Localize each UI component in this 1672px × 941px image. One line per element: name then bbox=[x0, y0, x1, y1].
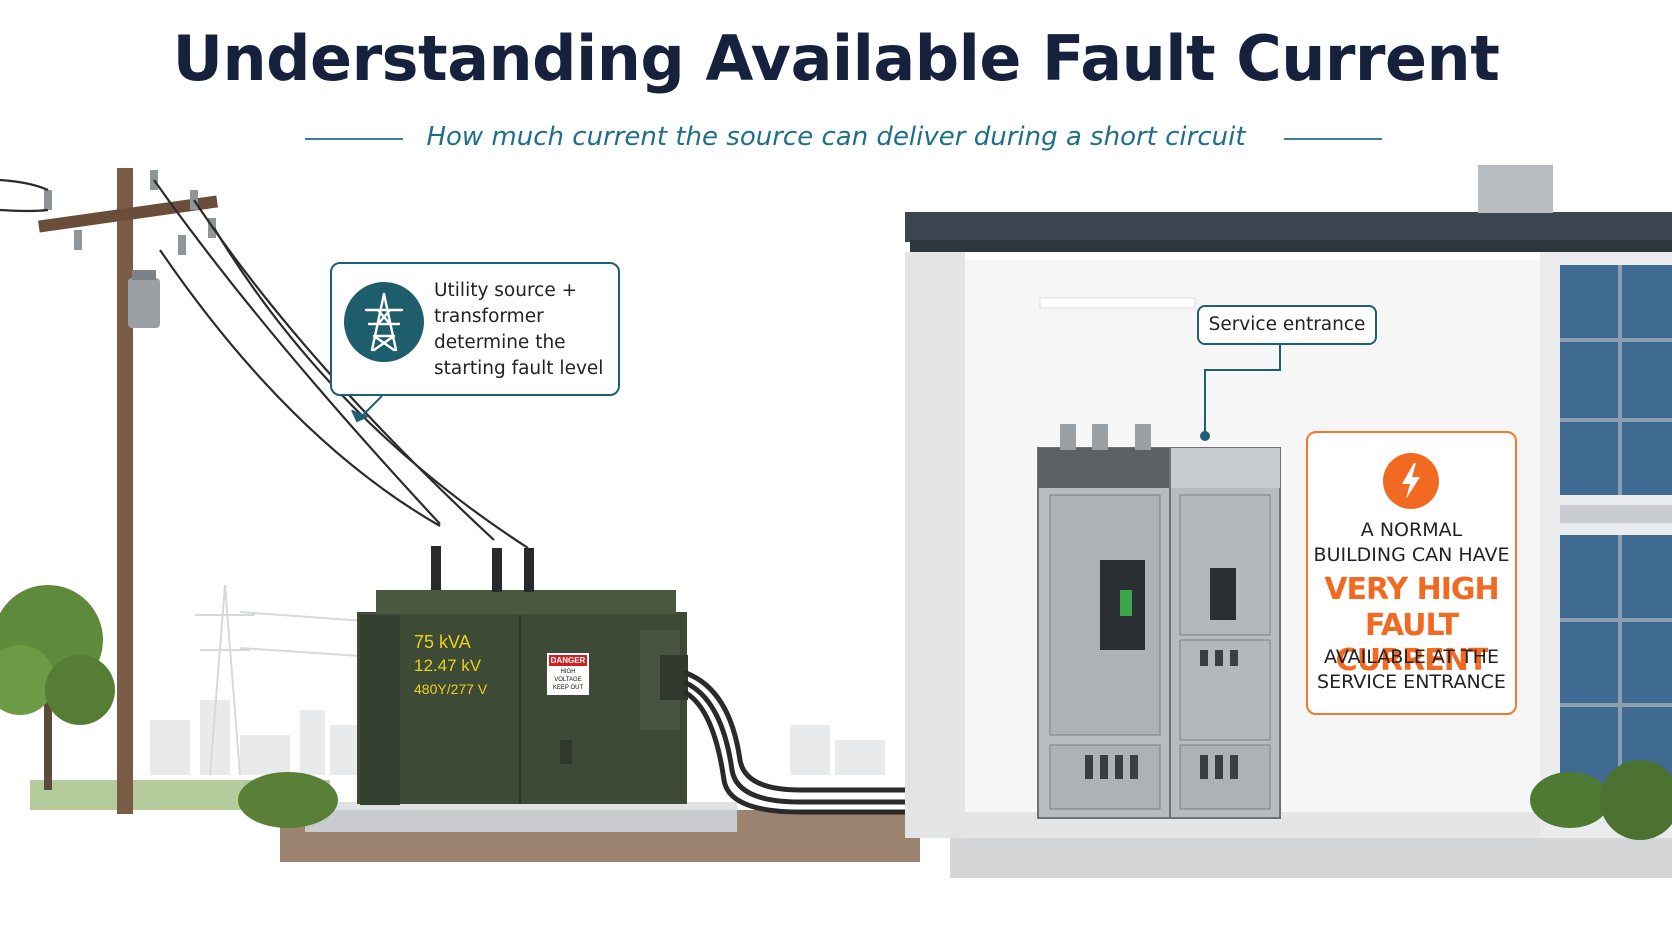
tree bbox=[0, 585, 115, 790]
city-skyline bbox=[150, 700, 885, 775]
transformer-rating: 75 kVA bbox=[414, 632, 471, 652]
switchgear bbox=[1037, 424, 1281, 819]
fault-line-6: SERVICE ENTRANCE bbox=[1317, 671, 1506, 693]
rooftop-hvac-unit bbox=[1478, 165, 1553, 213]
fault-highlight-1: VERY HIGH bbox=[1324, 572, 1499, 607]
transformer-secondary-voltage: 480Y/277 V bbox=[414, 681, 488, 697]
transmission-tower-icon bbox=[344, 282, 424, 362]
transformer-pad bbox=[305, 808, 737, 832]
block-wall bbox=[905, 252, 965, 838]
fault-line-2: BUILDING CAN HAVE bbox=[1313, 544, 1510, 566]
page-title: Understanding Available Fault Current bbox=[172, 22, 1500, 95]
utility-callout-text: Utility source + transformer determine t… bbox=[434, 278, 612, 382]
building-window-upper bbox=[1560, 265, 1672, 495]
utility-line-4: starting fault level bbox=[434, 358, 604, 379]
utility-line-3: determine the bbox=[434, 332, 566, 353]
service-entrance-marker bbox=[1200, 431, 1210, 441]
fault-line-1: A NORMAL bbox=[1360, 519, 1463, 541]
danger-sign: DANGER HIGH VOLTAGE KEEP OUT bbox=[546, 652, 590, 696]
transformer-primary-voltage: 12.47 kV bbox=[414, 656, 482, 675]
fault-line-5: AVAILABLE AT THE bbox=[1324, 646, 1499, 668]
utility-line-1: Utility source + bbox=[434, 280, 578, 301]
lightning-bolt-icon bbox=[1383, 453, 1439, 509]
feeder-breaker bbox=[1210, 568, 1236, 620]
subtitle-rule-left bbox=[305, 138, 403, 140]
danger-sign-title: DANGER bbox=[549, 655, 587, 666]
subtitle-rule-right bbox=[1284, 138, 1382, 140]
overhead-wires bbox=[0, 178, 529, 549]
utility-callout: Utility source + transformer determine t… bbox=[330, 262, 620, 396]
subtitle-row: How much current the source can deliver … bbox=[0, 122, 1672, 152]
pad-mount-transformer bbox=[357, 546, 688, 805]
utility-line-2: transformer bbox=[434, 306, 544, 327]
service-entrance-label: Service entrance bbox=[1208, 314, 1366, 335]
danger-sign-text: HIGH VOLTAGE KEEP OUT bbox=[552, 669, 584, 691]
service-entrance-callout: Service entrance bbox=[1197, 305, 1377, 345]
callout-leaders bbox=[351, 341, 1281, 432]
fault-highlight-2: FAULT CURRENT bbox=[1335, 608, 1489, 678]
page-subtitle: How much current the source can deliver … bbox=[426, 122, 1246, 152]
building-window-lower bbox=[1560, 535, 1672, 805]
fault-current-callout: A NORMAL BUILDING CAN HAVE VERY HIGH FAU… bbox=[1306, 431, 1517, 715]
